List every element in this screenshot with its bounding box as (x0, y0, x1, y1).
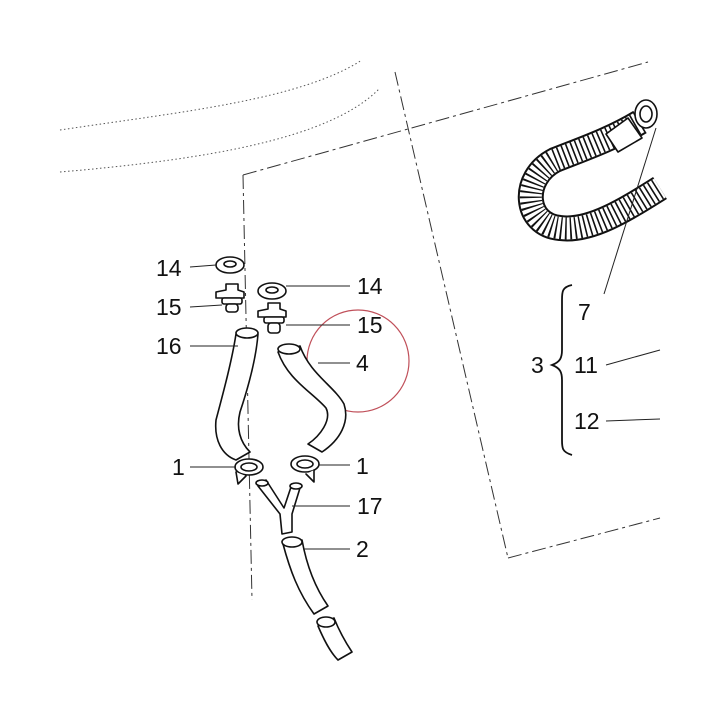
corrugated-hose (517, 99, 667, 242)
callout-14-left: 14 (156, 255, 182, 281)
hose-4 (277, 343, 347, 453)
fitting-15-right (257, 302, 287, 334)
callout-2: 2 (356, 536, 369, 562)
callout-14-right: 14 (357, 273, 383, 299)
hose-16 (214, 327, 259, 461)
callout-1-right: 1 (356, 453, 369, 479)
callout-3: 3 (531, 352, 544, 378)
leader-lines (189, 127, 661, 550)
fitting-15-left (215, 283, 245, 313)
washer-14-left (215, 256, 245, 274)
callout-16: 16 (156, 333, 182, 359)
callout-7: 7 (578, 299, 591, 325)
callout-17: 17 (357, 493, 383, 519)
body-contour-lines (59, 59, 381, 173)
group-brace (549, 284, 573, 456)
callout-4: 4 (356, 350, 369, 376)
callout-labels: 14 15 16 14 15 4 1 1 17 2 7 3 11 12 (156, 255, 600, 562)
callout-15-left: 15 (156, 294, 182, 320)
y-connector-17 (255, 479, 303, 535)
callout-11: 11 (574, 352, 598, 378)
callout-1-left: 1 (172, 454, 185, 480)
clamp-1-right (290, 455, 320, 483)
callout-12: 12 (574, 408, 600, 434)
callout-15-right: 15 (357, 312, 383, 338)
hose-2-lower (316, 616, 353, 661)
hose-2 (281, 536, 329, 615)
washer-14-right (257, 282, 287, 300)
